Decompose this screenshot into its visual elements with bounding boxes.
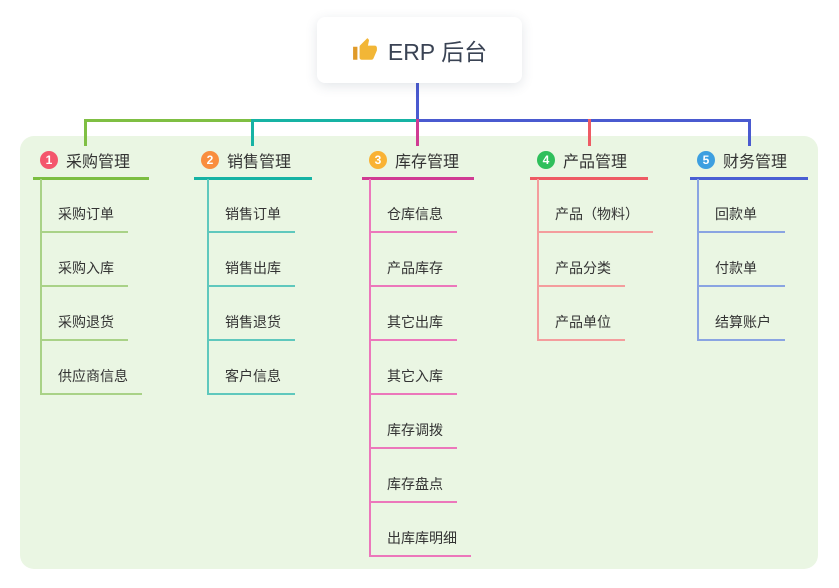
branch-number-badge: 3 bbox=[369, 151, 387, 169]
branch-number-badge: 4 bbox=[537, 151, 555, 169]
child-node[interactable]: 产品库存 bbox=[371, 233, 457, 287]
branch-node-sales[interactable]: 2 销售管理 bbox=[194, 147, 312, 180]
branch-children-sales: 销售订单 销售出库 销售退货 客户信息 bbox=[207, 179, 295, 395]
child-node[interactable]: 库存调拨 bbox=[371, 395, 457, 449]
branch-children-finance: 回款单 付款单 结算账户 bbox=[697, 179, 785, 341]
branches-background-panel bbox=[20, 136, 818, 569]
child-node[interactable]: 库存盘点 bbox=[371, 449, 457, 503]
child-node[interactable]: 采购订单 bbox=[42, 179, 128, 233]
child-node[interactable]: 回款单 bbox=[699, 179, 785, 233]
child-node[interactable]: 付款单 bbox=[699, 233, 785, 287]
bus-line-blue bbox=[417, 119, 751, 122]
branch-title: 财务管理 bbox=[723, 154, 788, 171]
child-node[interactable]: 销售退货 bbox=[209, 287, 295, 341]
root-connector-line bbox=[416, 83, 419, 120]
branch-title: 采购管理 bbox=[66, 154, 131, 171]
child-node[interactable]: 产品分类 bbox=[539, 233, 625, 287]
thumbs-up-icon bbox=[352, 38, 377, 60]
root-title: ERP 后台 bbox=[387, 39, 488, 65]
bus-line-green bbox=[84, 119, 252, 122]
drop-line-inventory bbox=[416, 119, 419, 146]
branch-number-badge: 5 bbox=[697, 151, 715, 169]
drop-line-finance bbox=[748, 119, 751, 146]
branch-children-inventory: 仓库信息 产品库存 其它出库 其它入库 库存调拨 库存盘点 出库库明细 bbox=[369, 179, 471, 557]
child-node[interactable]: 供应商信息 bbox=[42, 341, 142, 395]
child-node[interactable]: 客户信息 bbox=[209, 341, 295, 395]
branch-title: 销售管理 bbox=[227, 154, 292, 171]
drop-line-sales bbox=[251, 119, 254, 146]
child-node[interactable]: 销售出库 bbox=[209, 233, 295, 287]
root-node[interactable]: ERP 后台 bbox=[317, 17, 522, 83]
child-node[interactable]: 采购入库 bbox=[42, 233, 128, 287]
branch-title: 库存管理 bbox=[395, 154, 460, 171]
branch-number-badge: 1 bbox=[40, 151, 58, 169]
branch-number-badge: 2 bbox=[201, 151, 219, 169]
branch-title: 产品管理 bbox=[563, 154, 628, 171]
child-node[interactable]: 其它出库 bbox=[371, 287, 457, 341]
child-node[interactable]: 结算账户 bbox=[699, 287, 785, 341]
child-node[interactable]: 出库库明细 bbox=[371, 503, 471, 557]
child-node[interactable]: 采购退货 bbox=[42, 287, 128, 341]
child-node[interactable]: 仓库信息 bbox=[371, 179, 457, 233]
child-node[interactable]: 销售订单 bbox=[209, 179, 295, 233]
drop-line-purchase bbox=[84, 119, 87, 146]
branch-children-purchase: 采购订单 采购入库 采购退货 供应商信息 bbox=[40, 179, 142, 395]
drop-line-product bbox=[588, 119, 591, 146]
child-node[interactable]: 其它入库 bbox=[371, 341, 457, 395]
child-node[interactable]: 产品（物料） bbox=[539, 179, 653, 233]
branch-node-purchase[interactable]: 1 采购管理 bbox=[33, 147, 149, 180]
bus-line-teal bbox=[252, 119, 417, 122]
child-node[interactable]: 产品单位 bbox=[539, 287, 625, 341]
branch-node-finance[interactable]: 5 财务管理 bbox=[690, 147, 808, 180]
branch-node-inventory[interactable]: 3 库存管理 bbox=[362, 147, 474, 180]
branch-node-product[interactable]: 4 产品管理 bbox=[530, 147, 648, 180]
branch-children-product: 产品（物料） 产品分类 产品单位 bbox=[537, 179, 653, 341]
